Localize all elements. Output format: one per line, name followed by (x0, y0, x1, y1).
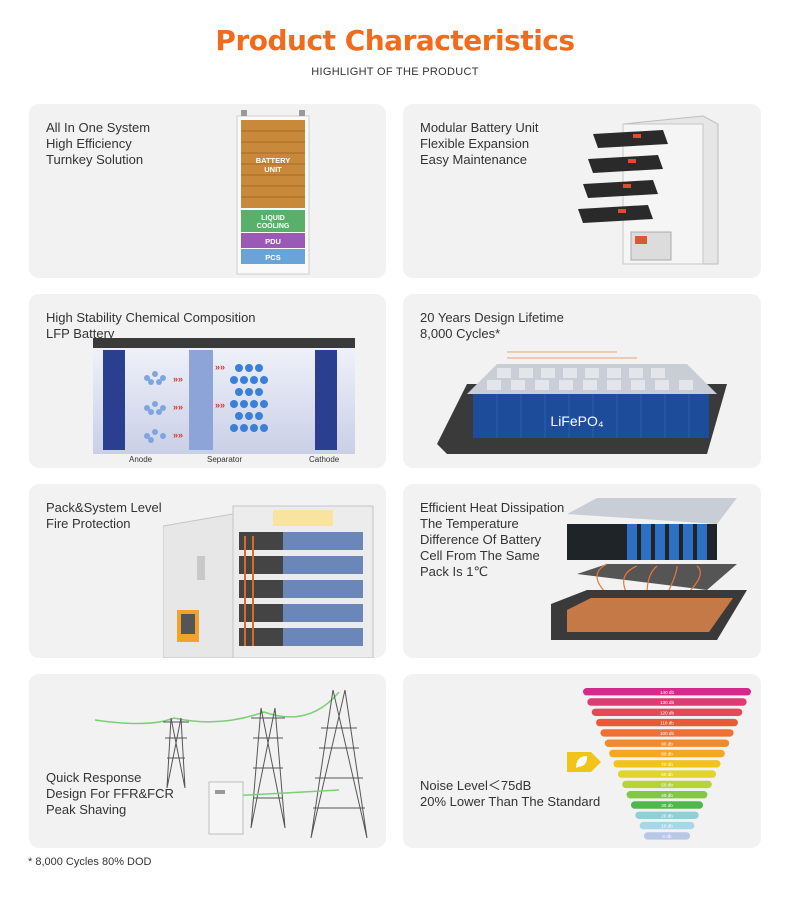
lfp-cell-diagram: »» »» »» »» »» Anode Separator Cathode (93, 338, 355, 464)
svg-text:COOLING: COOLING (257, 223, 290, 230)
feature-card-lifetime: 20 Years Design Lifetime 8,000 Cycles* L… (403, 294, 761, 468)
svg-text:»»: »» (215, 362, 225, 372)
liquid-cooling-label: LIQUID (261, 215, 285, 222)
feature-card-lfp-chemistry: High Stability Chemical Composition LFP … (29, 294, 386, 468)
feature-text: Noise Level＜75dB 20% Lower Than The Stan… (420, 778, 601, 809)
noise-bar (600, 729, 734, 737)
noise-bar (596, 718, 738, 727)
cabinet-cutaway-image: BATTERY UNIT LIQUID COOLING PDU PCS (236, 110, 310, 275)
noise-bar (626, 791, 708, 799)
noise-bar (583, 688, 751, 696)
leaf-badge-icon (567, 752, 601, 772)
noise-bar-label: 10 db (661, 824, 673, 829)
feature-card-heat-dissipation: Efficient Heat Dissipation The Temperatu… (403, 484, 761, 658)
battery-unit-label: BATTERY (256, 156, 291, 165)
noise-bar (639, 821, 695, 830)
noise-bar (644, 832, 690, 840)
noise-bar-label: 140 db (660, 690, 674, 695)
feature-text: 20 Years Design Lifetime 8,000 Cycles* (420, 310, 564, 341)
cathode-label: Cathode (309, 455, 340, 464)
noise-bar-label: 70 db (661, 762, 673, 767)
noise-bar (630, 801, 704, 809)
feature-text: Efficient Heat Dissipation The Temperatu… (420, 500, 565, 579)
feature-text: Pack&System Level Fire Protection (46, 500, 162, 531)
noise-bar (587, 698, 747, 706)
separator-label: Separator (207, 455, 242, 464)
noise-bar-label: 110 db (660, 721, 674, 726)
feature-text: All In One System High Efficiency Turnke… (46, 120, 151, 167)
noise-bar (604, 739, 730, 747)
noise-level-pyramid: 140 db 130 db 120 db 110 db 100 db 90 db 80 db… (583, 688, 751, 840)
svg-text:»»: »» (173, 402, 183, 412)
feature-card-modular-battery: Modular Battery Unit Flexible Expansion … (403, 104, 761, 278)
noise-bar (613, 760, 721, 768)
page-subtitle: HIGHLIGHT OF THE PRODUCT (311, 66, 479, 78)
noise-bar-label: 120 db (660, 710, 674, 715)
feature-text: High Stability Chemical Composition LFP … (46, 310, 256, 341)
lifepo4-label: LiFePO₄ (550, 413, 603, 429)
noise-bar-label: 20 db (661, 813, 673, 818)
feature-card-all-in-one: All In One System High Efficiency Turnke… (29, 104, 386, 278)
noise-bar (617, 770, 717, 778)
noise-bar-label: 60 db (661, 772, 673, 777)
page-title: Product Characteristics (215, 24, 575, 57)
footnote: * 8,000 Cycles 80% DOD (28, 856, 152, 868)
lifepo4-battery-pack-image: LiFePO₄ (437, 351, 727, 454)
power-grid-image (94, 689, 368, 839)
noise-bar-label: 130 db (660, 700, 674, 705)
noise-bar-label: 50 db (661, 783, 673, 788)
noise-bar (609, 749, 725, 758)
pcs-label: PCS (265, 253, 280, 262)
anode-label: Anode (129, 455, 153, 464)
feature-card-noise-level: Noise Level＜75dB 20% Lower Than The Stan… (403, 674, 761, 848)
svg-text:»»: »» (215, 400, 225, 410)
noise-bar (591, 708, 743, 716)
noise-bar-label: 100 db (660, 731, 674, 736)
svg-text:UNIT: UNIT (264, 165, 282, 174)
feature-card-quick-response: Quick Response Design For FFR&FCR Peak S… (29, 674, 386, 848)
battery-rack-image (578, 115, 719, 265)
pdu-label: PDU (265, 237, 281, 246)
svg-text:»»: »» (173, 430, 183, 440)
feature-card-fire-protection: Pack&System Level Fire Protection (29, 484, 386, 658)
noise-bar-label: 0 db (663, 834, 672, 839)
svg-text:»»: »» (173, 374, 183, 384)
noise-bar (622, 780, 712, 789)
noise-bar-label: 40 db (661, 793, 673, 798)
heat-dissipation-image (551, 498, 747, 640)
feature-text: Modular Battery Unit Flexible Expansion … (420, 120, 539, 167)
noise-bar (635, 811, 699, 819)
cabinet-open-door-image (163, 505, 374, 658)
noise-bar-label: 90 db (661, 741, 673, 746)
feature-text: Quick Response Design For FFR&FCR Peak S… (46, 770, 174, 817)
noise-bar-label: 80 db (661, 752, 673, 757)
noise-bar-label: 30 db (661, 803, 673, 808)
